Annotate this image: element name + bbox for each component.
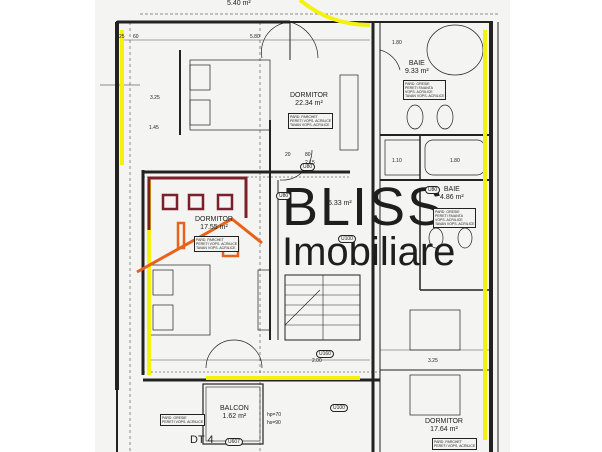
room-label-hall: 5.33 m² <box>328 200 352 208</box>
door-code: U160 <box>316 350 334 358</box>
door-code: U100 <box>330 404 348 412</box>
room-area: 1.62 m² <box>222 412 247 420</box>
room-area: 5.33 m² <box>328 200 352 207</box>
room-area: 17.55 m² <box>200 223 228 231</box>
room-label-bedroom-1: DORMITOR 22.34 m² <box>290 92 328 107</box>
room-area: 22.34 m² <box>295 99 323 107</box>
door-code: U80 <box>276 192 292 200</box>
door-code: U100 <box>338 235 356 243</box>
unit-label: DT 4 <box>190 434 214 446</box>
dimension-label: 1.80 <box>392 40 402 46</box>
dimension-label: hs=90 <box>267 420 281 426</box>
room-name: BAIE <box>408 60 425 67</box>
dimension-label: 2.00 <box>312 358 322 364</box>
dimension-label: 60 <box>133 34 139 40</box>
room-label-balcony: BALCON 1.62 m² <box>220 405 249 420</box>
room-name: DORMITOR <box>290 92 328 99</box>
room-label-bath-1: BAIE 9.33 m² <box>405 60 429 75</box>
dimension-label: 1.45 <box>149 125 159 131</box>
room-name: BAIE <box>443 186 460 193</box>
top-partial-area: 5.40 m² <box>227 0 251 7</box>
watermark-brand: BLISS <box>282 177 446 237</box>
room-area: 9.33 m² <box>405 67 429 75</box>
room-label-bedroom-3: DORMITOR 17.64 m² <box>425 418 463 433</box>
dimension-label: 1.10 <box>392 158 402 164</box>
dimension-label: 1.80 <box>450 158 460 164</box>
dimension-label: 3.25 <box>150 95 160 101</box>
room-label-bedroom-2: DORMITOR 17.55 m² <box>195 216 233 231</box>
room-name: DORMITOR <box>425 418 463 425</box>
room-area: 17.64 m² <box>430 425 458 433</box>
room-name: DORMITOR <box>195 216 233 223</box>
dimension-label: 5.80 <box>250 34 260 40</box>
door-code: U80 <box>300 163 316 171</box>
watermark-subtitle: Imobiliare <box>282 230 456 274</box>
room-name: BALCON <box>220 405 249 412</box>
door-code: U80 <box>425 186 441 194</box>
room-label-bath-2: BAIE 4.86 m² <box>440 186 464 201</box>
dimension-label: 80 <box>305 152 311 158</box>
dimension-label: hp=70 <box>267 412 282 418</box>
room-area: 4.86 m² <box>440 193 464 201</box>
dimension-label: 3.25 <box>428 358 438 364</box>
dimension-label: 25 <box>119 34 125 40</box>
dimension-label: 20 <box>285 152 291 158</box>
door-code: U607 <box>225 438 243 446</box>
